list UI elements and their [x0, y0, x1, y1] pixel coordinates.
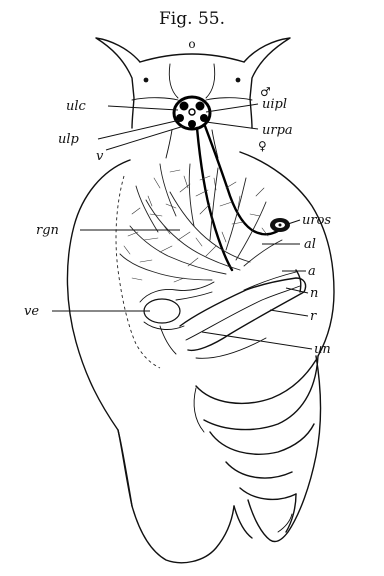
- pulmonary-veins: [120, 164, 282, 282]
- label-ve: ve: [24, 304, 39, 319]
- label-r: r: [310, 309, 317, 324]
- label-uipl: uipl: [262, 97, 287, 112]
- label-n: n: [310, 286, 318, 301]
- nerve-ring: [174, 97, 210, 129]
- label-ulp: ulp: [58, 132, 80, 147]
- figure-title: Fig. 55.: [159, 9, 225, 29]
- right-eye-dot: [236, 78, 241, 83]
- label-female: ♀: [258, 139, 267, 153]
- label-un: un: [314, 342, 331, 357]
- label-uros: uros: [302, 213, 331, 228]
- label-rgn: rgn: [36, 223, 59, 238]
- label-a: a: [308, 264, 316, 279]
- label-o: o: [188, 37, 195, 51]
- label-al: al: [304, 237, 316, 252]
- label-ulc: ulc: [66, 99, 87, 114]
- shell-spire: [194, 356, 320, 542]
- visceral-nerve: [205, 126, 288, 234]
- label-urpa: urpa: [262, 123, 293, 138]
- left-eye-dot: [144, 78, 149, 83]
- foot: [118, 430, 132, 506]
- label-v: v: [96, 149, 104, 164]
- osphradium: [270, 218, 290, 232]
- heart-region: [140, 282, 214, 329]
